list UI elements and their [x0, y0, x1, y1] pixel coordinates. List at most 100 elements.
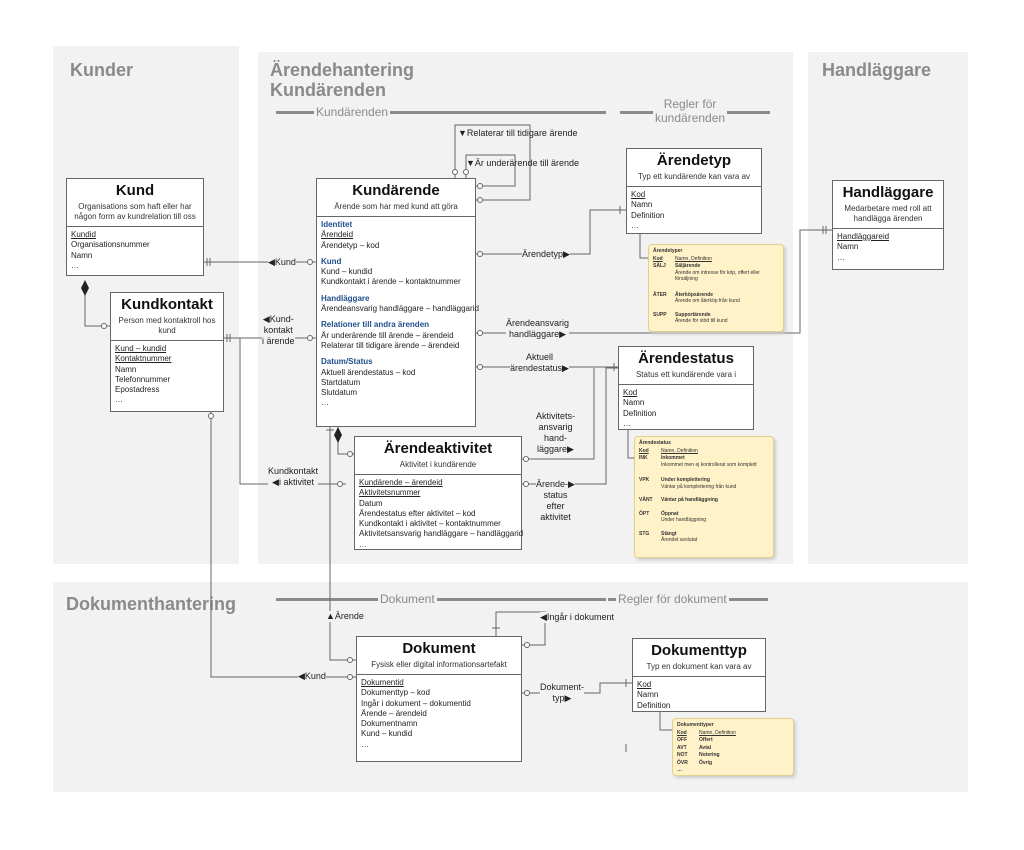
note-key: VPK — [639, 477, 650, 483]
attribute-group: Relationer till andra ärenden — [321, 320, 430, 330]
relation-label-line: Aktivitets- — [536, 411, 576, 421]
area-title-handlaggare: Handläggare — [822, 60, 932, 80]
attribute: Aktivitetsansvarig handläggare – handläg… — [359, 529, 524, 539]
relation-label-line: aktivitet — [540, 512, 571, 522]
note-header-value: Namn, Definition — [661, 447, 698, 454]
relation-label-dokumenttyp: Dokument- typ▶ — [540, 682, 585, 704]
entity-kund-attributes: Kundid Organisationsnummer Namn … — [67, 227, 203, 274]
relation-label-line: efter — [546, 501, 565, 511]
attribute: Datum — [359, 498, 383, 508]
note-key: STG — [639, 530, 650, 537]
note-value-def: Väntar på komplettering från kund — [661, 483, 737, 490]
note-title: Ärendestatus — [639, 440, 671, 446]
attribute: Namn — [637, 690, 659, 700]
note-value-name: Inkommet — [661, 455, 685, 461]
attribute: Namn — [623, 398, 645, 408]
relation-label-arende: ▲Ärende — [326, 611, 364, 622]
note-value-def: Ärende om intresse för köp, offert eller… — [675, 269, 760, 283]
attribute: Dokumenttyp – kod — [361, 688, 430, 698]
attribute: Kundkontakt i aktivitet – kontaktnummer — [359, 519, 501, 529]
note-key: AVT — [677, 744, 687, 751]
entity-dokument-header: Dokument Fysisk eller digital informatio… — [357, 637, 521, 675]
note-key: VÄNT — [639, 497, 653, 503]
line-kund-kundkontakt — [84, 285, 110, 327]
entity-kundkontakt[interactable]: Kundkontakt Person med kontaktroll hos k… — [110, 292, 224, 412]
note-row: VÄNT Väntar på handläggning — [639, 497, 769, 504]
note-value-def: Ärendet avslutat — [661, 537, 698, 543]
attribute: Kontaktnummer — [115, 354, 172, 364]
entity-dokumenttyp[interactable]: Dokumenttyp Typ en dokument kan vara av … — [632, 638, 766, 712]
attribute: … — [115, 395, 123, 405]
attribute: … — [837, 252, 845, 262]
note-value-def: Inkommet men ej kontrollerat som komplet… — [661, 461, 757, 468]
attribute: Kod — [623, 388, 638, 397]
attribute: Namn — [115, 364, 137, 374]
note-arendetyper: Ärendetyper Kod Namn, Definition SÄLJ Sä… — [648, 244, 784, 332]
entity-handlaggare[interactable]: Handläggare Medarbetare med roll att han… — [832, 180, 944, 270]
attribute: Namn — [837, 242, 859, 252]
area-title-line-1: Ärendehantering — [270, 60, 415, 80]
attribute-group: Datum/Status — [321, 357, 373, 367]
note-header-value: Namn, Definition — [675, 255, 712, 262]
attribute: … — [71, 260, 79, 270]
relation-label-arendetyp: Ärendetyp▶ — [522, 249, 570, 260]
note-value-def: Ärende för stöd till kund — [675, 318, 728, 324]
relation-label-line: ◀i aktivitet — [272, 477, 314, 487]
note-title: Ärendetyper — [653, 248, 683, 254]
entity-kund-title: Kund — [115, 182, 155, 199]
entity-kundarende-header: Kundärende Ärende som har med kund att g… — [317, 179, 475, 217]
attribute: … — [623, 418, 631, 428]
attribute: Ärendeid — [321, 230, 354, 240]
attribute: Kod — [637, 680, 652, 689]
relation-label-line: handläggare▶ — [509, 329, 566, 339]
entity-arendestatus-title: Ärendestatus — [638, 350, 734, 367]
entity-arendeaktivitet-title: Ärendeaktivitet — [383, 440, 493, 457]
relation-label-line: ◀Kund- — [262, 314, 294, 324]
entity-kundarende[interactable]: Kundärende Ärende som har med kund att g… — [316, 178, 479, 427]
entity-handlaggare-desc-line: handlägga ärenden — [853, 214, 923, 223]
note-value-name: Säljärende — [675, 263, 701, 269]
section-label-line-2: kundärenden — [655, 111, 726, 125]
note-value-name: Övrig — [699, 759, 713, 766]
relation-label-line: kontakt — [263, 325, 293, 335]
line-kundarende-aktivitet — [337, 425, 354, 455]
entity-handlaggare-title: Handläggare — [842, 184, 934, 201]
note-value-name: Stängt — [661, 530, 677, 537]
attribute: Aktuell ärendestatus – kod — [321, 367, 416, 377]
attribute: Ingår i dokument – dokumentid — [361, 698, 471, 708]
entity-kund[interactable]: Kund Organisations som haft eller har nå… — [66, 178, 204, 276]
relation-label-aktivitetsansvarig: Aktivitets- ansvarig hand- läggare▶ — [536, 411, 576, 455]
attribute: Namn — [631, 200, 653, 210]
entity-kundkontakt-attributes: Kund – kundid Kontaktnummer Namn Telefon… — [111, 341, 223, 409]
note-value-def: Under handläggning — [661, 517, 707, 523]
attribute: Organisationsnummer — [71, 240, 150, 250]
attribute: Definition — [637, 700, 671, 710]
relation-label-aktuell-status: Aktuell ärendestatus▶ — [510, 352, 569, 374]
entity-kundkontakt-desc: Person med kontaktroll hos kund — [115, 316, 219, 336]
attribute: Kund – kundid — [115, 344, 167, 353]
relation-label-line: ansvarig — [538, 422, 573, 432]
relation-label-arendeansvarig: Ärendeansvarig handläggare▶ — [506, 318, 570, 340]
attribute: Kundärende – ärendeid — [359, 478, 443, 487]
attribute: Telefonnummer — [115, 374, 171, 384]
entity-arendetyp[interactable]: Ärendetyp Typ ett kundärende kan vara av… — [626, 148, 762, 234]
entity-arendeaktivitet[interactable]: Ärendeaktivitet Aktivitet i kundärende K… — [354, 436, 524, 550]
entity-dokument[interactable]: Dokument Fysisk eller digital informatio… — [356, 636, 522, 762]
attribute-group: Kund — [321, 256, 342, 266]
entity-arendetyp-desc: Typ ett kundärende kan vara av — [637, 172, 751, 181]
entity-kundkontakt-desc-line: Person med kontaktroll hos — [118, 316, 216, 325]
attribute: Är underärende till ärende – ärendeid — [321, 330, 454, 340]
entity-kundkontakt-header: Kundkontakt Person med kontaktroll hos k… — [111, 293, 223, 341]
line-kundarende-arendetyp — [474, 209, 626, 255]
entity-kundarende-attributes: Identitet Ärendeid Ärendetyp – kod Kund … — [317, 217, 479, 412]
entity-kund-desc: Organisations som haft eller har någon f… — [71, 202, 199, 222]
area-handlaggare — [808, 52, 968, 564]
note-arendestatus: Ärendestatus Kod Namn, Definition INK In… — [634, 436, 774, 558]
entity-arendetyp-header: Ärendetyp Typ ett kundärende kan vara av — [627, 149, 761, 187]
entity-arendestatus-header: Ärendestatus Status ett kundärende vara … — [619, 347, 753, 385]
entity-arendestatus[interactable]: Ärendestatus Status ett kundärende vara … — [618, 346, 754, 430]
attribute: Epostadress — [115, 385, 160, 395]
